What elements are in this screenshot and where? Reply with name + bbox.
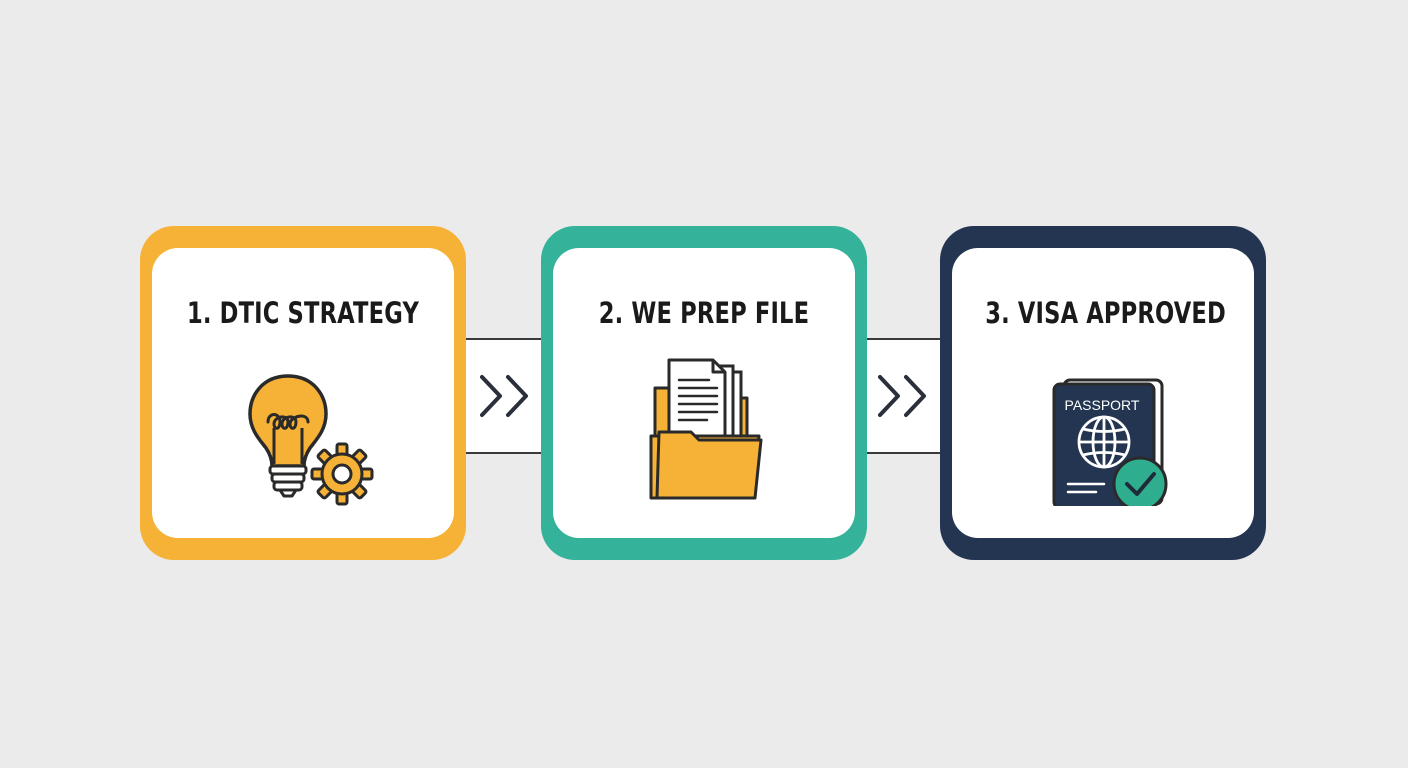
double-chevron-right-icon <box>480 375 528 417</box>
connector-step-1-to-2 <box>452 338 556 456</box>
connector-step-2-to-3 <box>852 338 956 456</box>
step-card-1: 1. DTIC STRATEGY <box>140 226 466 560</box>
passport-label: PASSPORT <box>1065 397 1140 413</box>
connector-rail-bottom <box>452 452 556 454</box>
step-title-2: 2. WE PREP FILE <box>598 296 810 330</box>
folder-documents-icon <box>649 358 763 500</box>
step-title-1: 1. DTIC STRATEGY <box>186 296 420 330</box>
step-card-panel: 1. DTIC STRATEGY <box>152 248 454 538</box>
connector-rail-top <box>852 338 956 340</box>
step-card-3: 3. VISA APPROVED PASSPORT <box>940 226 1266 560</box>
step-card-panel: 2. WE PREP FILE <box>553 248 855 538</box>
double-chevron-right-icon <box>878 375 926 417</box>
step-title-3: 3. VISA APPROVED <box>985 296 1226 330</box>
step-card-2: 2. WE PREP FILE <box>541 226 867 560</box>
connector-rail-top <box>452 338 556 340</box>
lightbulb-gear-icon <box>248 374 374 506</box>
connector-rail-bottom <box>852 452 956 454</box>
passport-check-icon: PASSPORT <box>1052 378 1168 506</box>
step-card-panel: 3. VISA APPROVED PASSPORT <box>952 248 1254 538</box>
